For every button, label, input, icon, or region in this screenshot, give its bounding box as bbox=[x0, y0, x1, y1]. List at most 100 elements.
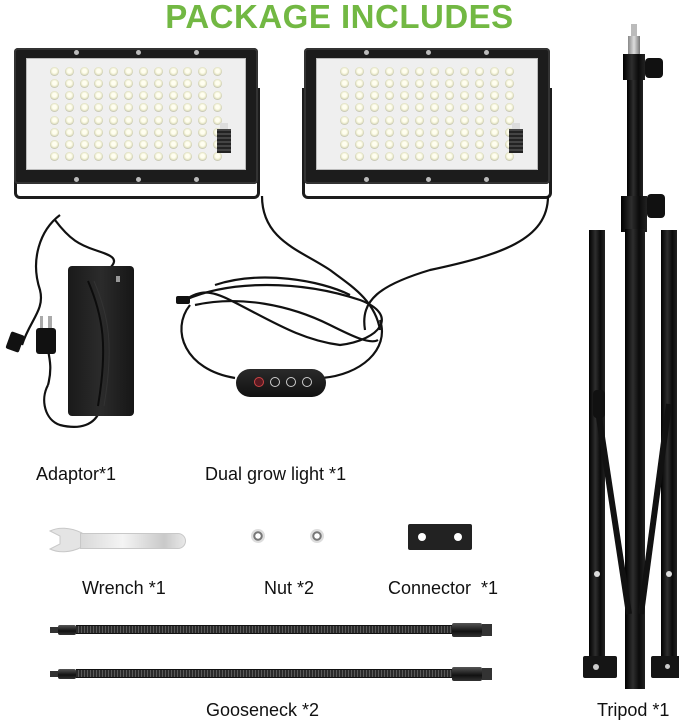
led bbox=[445, 140, 454, 150]
led bbox=[340, 152, 349, 162]
led bbox=[79, 66, 89, 76]
led bbox=[94, 152, 104, 162]
led bbox=[198, 127, 208, 137]
led bbox=[94, 140, 104, 150]
led bbox=[138, 140, 148, 150]
label-tripod: Tripod *1 bbox=[597, 700, 670, 720]
lock-knob-top bbox=[645, 58, 663, 78]
led bbox=[415, 91, 424, 101]
driver-module bbox=[217, 123, 231, 153]
led bbox=[490, 152, 499, 162]
led bbox=[168, 103, 178, 113]
led bbox=[475, 91, 484, 101]
led bbox=[138, 66, 148, 76]
led bbox=[370, 152, 379, 162]
led bbox=[183, 140, 193, 150]
led bbox=[340, 115, 349, 125]
driver-module bbox=[509, 123, 523, 153]
led bbox=[340, 66, 349, 76]
led bbox=[340, 140, 349, 150]
led bbox=[153, 66, 163, 76]
led bbox=[94, 127, 104, 137]
led bbox=[198, 115, 208, 125]
label-dual-grow-light: Dual grow light *1 bbox=[205, 464, 347, 484]
led bbox=[153, 103, 163, 113]
led bbox=[168, 91, 178, 101]
led bbox=[153, 78, 163, 88]
led bbox=[124, 140, 134, 150]
lock-knob-mid bbox=[647, 194, 665, 218]
led bbox=[355, 91, 364, 101]
led bbox=[460, 140, 469, 150]
led bbox=[198, 103, 208, 113]
led bbox=[400, 66, 409, 76]
led bbox=[124, 78, 134, 88]
led bbox=[460, 127, 469, 137]
led bbox=[355, 127, 364, 137]
led bbox=[460, 103, 469, 113]
led bbox=[109, 152, 119, 162]
led bbox=[64, 91, 74, 101]
led bbox=[94, 115, 104, 125]
wrench bbox=[48, 527, 188, 553]
led bbox=[445, 91, 454, 101]
led bbox=[79, 115, 89, 125]
led bbox=[340, 127, 349, 137]
led bbox=[213, 152, 223, 162]
led bbox=[183, 115, 193, 125]
led bbox=[430, 103, 439, 113]
led bbox=[109, 78, 119, 88]
led bbox=[460, 152, 469, 162]
led bbox=[168, 66, 178, 76]
led bbox=[370, 91, 379, 101]
led bbox=[505, 103, 514, 113]
led bbox=[430, 127, 439, 137]
led bbox=[198, 91, 208, 101]
led bbox=[460, 91, 469, 101]
led bbox=[109, 140, 119, 150]
led bbox=[400, 78, 409, 88]
led bbox=[109, 91, 119, 101]
led bbox=[475, 78, 484, 88]
led bbox=[198, 78, 208, 88]
led bbox=[64, 152, 74, 162]
led bbox=[49, 140, 59, 150]
led bbox=[370, 66, 379, 76]
led bbox=[385, 127, 394, 137]
led bbox=[445, 66, 454, 76]
led bbox=[475, 66, 484, 76]
led bbox=[213, 103, 223, 113]
led bbox=[198, 140, 208, 150]
led bbox=[138, 78, 148, 88]
led bbox=[49, 91, 59, 101]
led bbox=[355, 152, 364, 162]
led bbox=[400, 152, 409, 162]
led bbox=[183, 152, 193, 162]
led bbox=[94, 66, 104, 76]
led bbox=[340, 78, 349, 88]
led bbox=[124, 152, 134, 162]
power-adaptor bbox=[68, 266, 134, 416]
led bbox=[49, 78, 59, 88]
led bbox=[79, 91, 89, 101]
led bbox=[64, 127, 74, 137]
tripod bbox=[575, 24, 679, 694]
led bbox=[79, 78, 89, 88]
led bbox=[168, 127, 178, 137]
led bbox=[153, 140, 163, 150]
ac-plug bbox=[36, 316, 56, 354]
led bbox=[124, 115, 134, 125]
led bbox=[79, 152, 89, 162]
led bbox=[138, 152, 148, 162]
led bbox=[385, 115, 394, 125]
led bbox=[475, 140, 484, 150]
led bbox=[505, 115, 514, 125]
led bbox=[505, 91, 514, 101]
led bbox=[213, 115, 223, 125]
led bbox=[385, 103, 394, 113]
label-wrench: Wrench *1 bbox=[82, 578, 166, 598]
led bbox=[460, 115, 469, 125]
led bbox=[138, 115, 148, 125]
led bbox=[49, 152, 59, 162]
